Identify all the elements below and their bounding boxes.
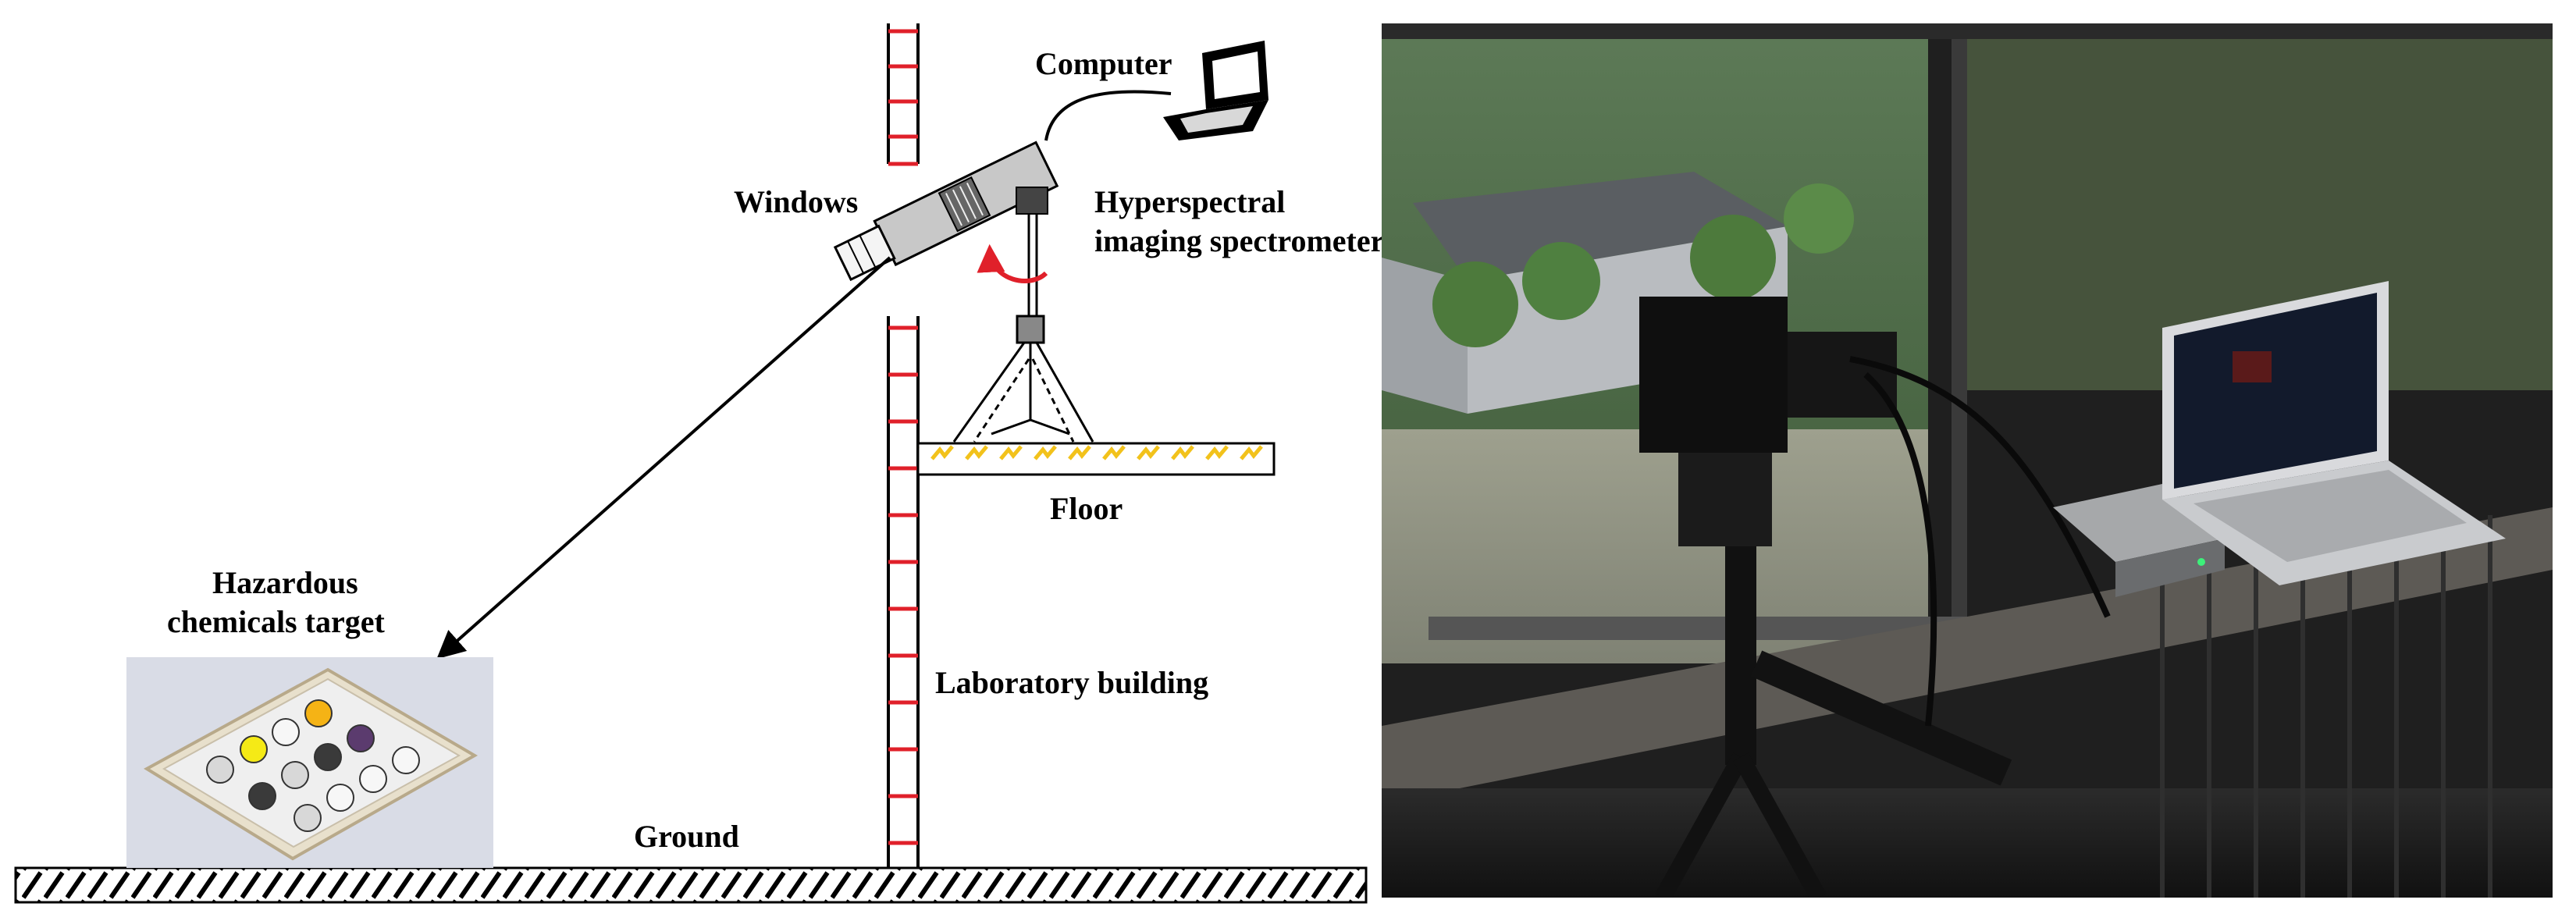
rotation-arrow <box>977 244 1048 283</box>
camera-icon <box>833 140 1059 282</box>
floor-slab <box>916 442 1276 476</box>
target-spot <box>206 756 234 784</box>
building-roof <box>1413 172 1788 281</box>
target-label-line1: Hazardous <box>212 565 358 600</box>
target-spot <box>294 804 322 832</box>
building-wall-upper <box>887 23 920 166</box>
laptop-icon <box>1163 41 1268 140</box>
target-image <box>126 657 493 868</box>
sight-line-arrow <box>436 256 891 660</box>
tripod-icon <box>952 211 1094 443</box>
ground-bar <box>14 866 1368 904</box>
floor-label: Floor <box>1050 491 1123 526</box>
photo-laptop-icon <box>2162 281 2506 585</box>
computer-cable <box>1044 90 1172 141</box>
target-label-line2: chemicals target <box>167 604 385 639</box>
target-spot <box>359 765 387 793</box>
target-spot <box>248 782 276 810</box>
target-spot <box>304 699 333 727</box>
computer-label: Computer <box>1035 46 1172 81</box>
building-wall-lower <box>887 316 920 868</box>
building-label: Laboratory building <box>935 665 1208 700</box>
target-spot <box>347 724 375 752</box>
photo-camera-icon <box>1639 297 2012 898</box>
spectrometer-label-line1: Hyperspectral <box>1094 184 1285 219</box>
spectrometer-label-line2: imaging spectrometer <box>1094 223 1382 258</box>
target-spot <box>314 743 342 771</box>
setup-diagram: Ground Laboratory building Floor <box>14 23 1382 904</box>
camera-mount <box>1016 187 1048 215</box>
target-spot <box>392 746 420 774</box>
windows-label: Windows <box>734 184 858 219</box>
target-spot <box>326 784 354 812</box>
window-sill <box>1382 507 2553 804</box>
ground-label: Ground <box>634 819 739 854</box>
target-spot <box>272 718 300 746</box>
target-spot <box>281 761 309 789</box>
setup-photo <box>1382 23 2553 898</box>
target-spot <box>240 735 268 763</box>
